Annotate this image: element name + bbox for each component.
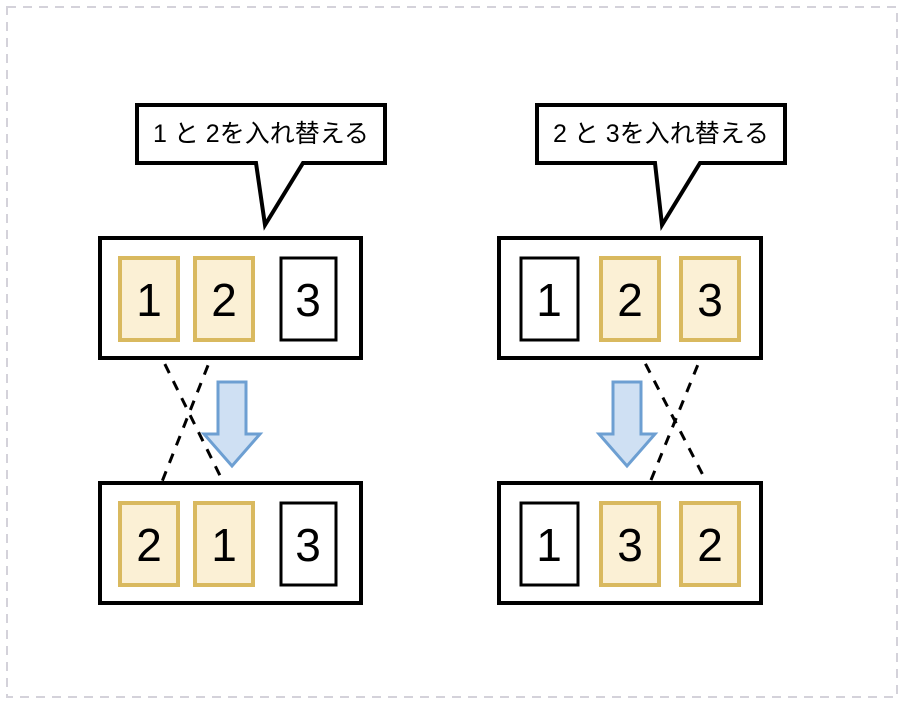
- callout-text-left: 1 と 2を入れ替える: [153, 120, 369, 148]
- swap-line-right-b: [636, 329, 714, 513]
- cell-left-before-1[interactable]: [193, 256, 255, 342]
- cell-left-after-2-label: 3: [295, 519, 321, 571]
- cell-right-after-1[interactable]: [599, 501, 661, 587]
- cell-left-after-1-label: 1: [211, 519, 237, 571]
- swap-line-left-b: [148, 329, 224, 513]
- cell-right-after-0[interactable]: [519, 501, 580, 587]
- cell-right-after-2[interactable]: [679, 501, 741, 587]
- cell-left-before-1-label: 2: [211, 274, 237, 326]
- cell-right-before-2[interactable]: [679, 256, 741, 342]
- callout-bubble-right: [535, 103, 787, 232]
- cell-right-before-1[interactable]: [599, 256, 661, 342]
- callout-bubble-left: [135, 103, 387, 231]
- cell-right-after-1-label: 3: [617, 519, 643, 571]
- cell-left-after-0-label: 2: [136, 519, 162, 571]
- cell-left-after-2[interactable]: [279, 501, 338, 587]
- cell-right-before-2-label: 3: [697, 274, 723, 326]
- cell-right-after-0-label: 1: [536, 519, 562, 571]
- cell-right-after-2-label: 2: [697, 519, 723, 571]
- swap-line-left-a: [146, 329, 240, 513]
- cell-right-before-0[interactable]: [519, 256, 580, 342]
- outer-dashed-frame: [6, 6, 898, 698]
- down-arrow-left: [200, 380, 264, 469]
- cell-right-before-1-label: 2: [617, 274, 643, 326]
- callout-text-right: 2 と 3を入れ替える: [553, 120, 769, 148]
- panel-left: 1 と 2を入れ替える 1 2 3 2 1 3: [98, 103, 387, 605]
- cell-left-before-0-label: 1: [136, 274, 162, 326]
- cell-left-before-2[interactable]: [279, 256, 338, 342]
- cell-left-before-0[interactable]: [118, 256, 180, 342]
- cell-right-before-0-label: 1: [536, 274, 562, 326]
- cell-left-before-2-label: 3: [295, 274, 321, 326]
- cell-left-after-0[interactable]: [118, 501, 180, 587]
- down-arrow-right: [595, 380, 659, 469]
- panel-right: 2 と 3を入れ替える 1 2 3 1 3 2: [497, 103, 787, 605]
- cell-left-after-1[interactable]: [193, 501, 255, 587]
